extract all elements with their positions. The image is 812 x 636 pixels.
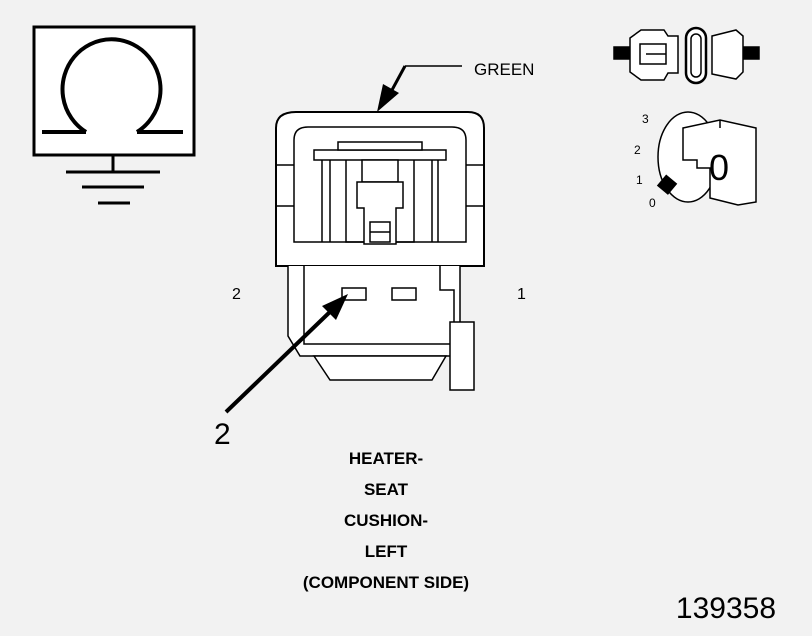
wire-color-callout: GREEN bbox=[474, 60, 535, 79]
color-callout-leader bbox=[377, 65, 462, 112]
caption-line: HEATER- bbox=[348, 449, 424, 468]
inline-connector-icon bbox=[613, 26, 760, 85]
rotary-key-switch-icon bbox=[656, 111, 757, 206]
figure-number: 139358 bbox=[675, 592, 776, 625]
pin-label-2: 2 bbox=[232, 286, 241, 303]
selector-key-label: 0 bbox=[709, 147, 730, 188]
selector-position-0: 0 bbox=[649, 196, 656, 210]
pin-callout-arrow bbox=[224, 294, 348, 414]
component-caption: HEATER- SEAT CUSHION- LEFT (COMPONENT SI… bbox=[286, 443, 486, 598]
caption-line: SEAT bbox=[363, 480, 409, 499]
pin-label-1: 1 bbox=[517, 286, 526, 303]
ohm-ground-icon bbox=[32, 25, 196, 205]
connector-housing bbox=[275, 111, 485, 391]
caption-line: (COMPONENT SIDE) bbox=[302, 573, 470, 592]
callout-number: 2 bbox=[214, 418, 231, 451]
selector-position-2: 2 bbox=[634, 143, 641, 157]
caption-line: LEFT bbox=[364, 542, 408, 561]
caption-line: CUSHION- bbox=[343, 511, 429, 530]
selector-position-3: 3 bbox=[642, 112, 649, 126]
selector-position-1: 1 bbox=[636, 173, 643, 187]
